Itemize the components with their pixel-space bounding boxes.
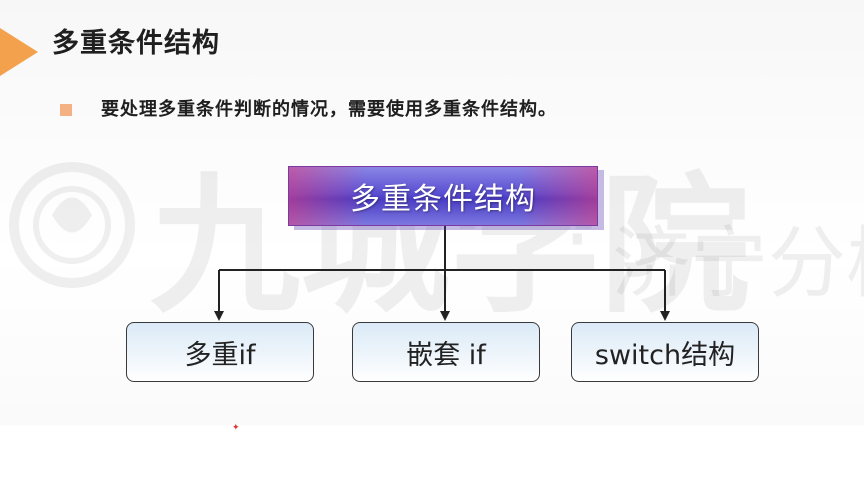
bullet-square-icon <box>60 104 72 116</box>
bullet-text: 要处理多重条件判断的情况，需要使用多重条件结构。 <box>101 99 557 120</box>
cursor-marker-icon: ✦ <box>232 423 240 433</box>
arrow-head-3 <box>660 311 670 321</box>
arrow-head-1 <box>214 311 224 321</box>
slide-canvas: 九城学院 · 济宁分校 多重条件结构 要处理多重条件判断的情况，需要使用多重条件… <box>0 0 864 425</box>
diagram-child-label: 嵌套 if <box>406 339 486 371</box>
below-slide-area <box>0 425 864 486</box>
arrow-head-2 <box>440 311 450 321</box>
diagram-root-label: 多重条件结构 <box>350 182 536 217</box>
diagram-child-switch: switch结构 <box>571 322 759 382</box>
diagram-child-label: switch结构 <box>594 339 736 371</box>
diagram-child-nested-if: 嵌套 if <box>352 322 540 382</box>
watermark-seal-icon <box>9 162 135 288</box>
slide-title: 多重条件结构 <box>52 28 220 59</box>
watermark-text-branch: 济宁分校 <box>612 219 864 309</box>
title-arrow-icon <box>0 28 38 76</box>
diagram-child-label: 多重if <box>184 339 256 371</box>
diagram-child-multi-if: 多重if <box>126 322 314 382</box>
diagram-root-box: 多重条件结构 <box>288 166 598 226</box>
